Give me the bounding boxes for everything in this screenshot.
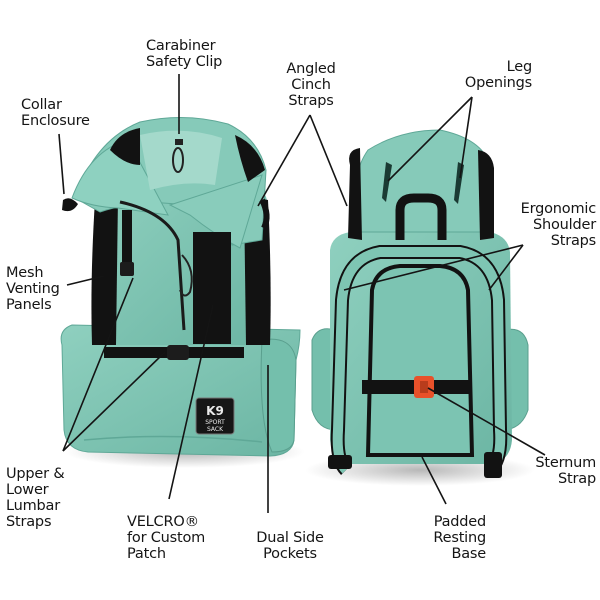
callout-line-leg-left [387,96,473,182]
label-dual-side-pockets: Dual Side Pockets [256,530,324,562]
callout-line-shoulder-left [343,244,524,291]
label-collar-enclosure: Collar Enclosure [21,97,90,129]
svg-text:K9: K9 [206,404,224,418]
label-lumbar-straps: Upper & Lower Lumbar Straps [6,466,65,530]
label-mesh-venting-panels: Mesh Venting Panels [6,265,60,313]
callout-line-cinch-back [309,114,348,207]
callout-lines [58,74,546,513]
label-leg-openings: Leg Openings [464,59,532,91]
callout-line-base [421,456,447,505]
label-padded-resting-base: Padded Resting Base [433,514,486,562]
callout-line-cinch-front [257,114,311,207]
front-view-backpack: K9 SPORT SACK [60,117,305,468]
svg-text:SACK: SACK [207,426,224,433]
callout-line-velcro [168,304,214,500]
callout-line-mesh [66,275,105,286]
label-velcro-custom-patch: VELCRO® for Custom Patch [127,514,206,562]
callout-line-lumbar-upper [62,277,134,452]
callout-line-collar [58,133,65,195]
label-ergonomic-shoulder-straps: Ergonomic Shoulder Straps [520,201,597,249]
callout-line-sternum [427,387,546,456]
svg-text:SPORT: SPORT [205,419,225,426]
callout-line-leg-right [459,96,473,179]
k9-sport-sack-patch: K9 SPORT SACK [195,397,235,435]
back-view-backpack [305,129,535,486]
label-angled-cinch-straps: Angled Cinch Straps [286,61,336,109]
label-sternum-strap: Sternum Strap [535,455,596,487]
label-carabiner-safety-clip: Carabiner Safety Clip [146,38,223,70]
callout-line-lumbar-lower [62,351,166,452]
callout-line-shoulder-right [488,244,524,291]
